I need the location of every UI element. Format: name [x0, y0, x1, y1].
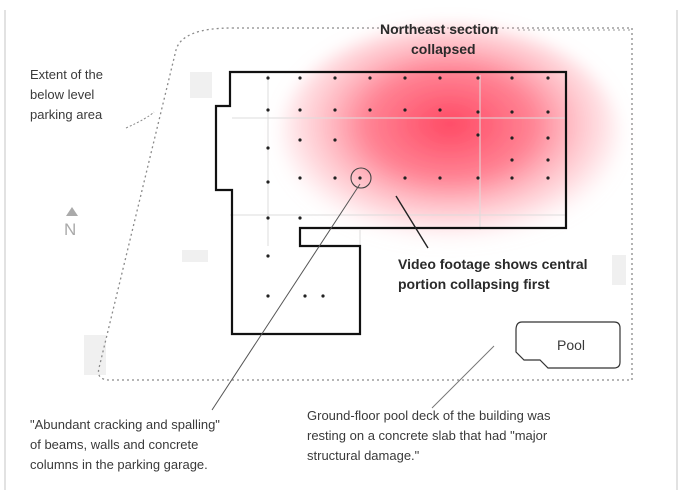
parking-label-line1: Extent of the [30, 67, 103, 82]
collapse-title-line2: collapsed [411, 41, 476, 57]
collapse-highlight [280, 25, 620, 245]
parking-leader-line [125, 111, 155, 129]
north-label: N [64, 220, 77, 239]
building-footprint [214, 70, 568, 336]
pool-outline [515, 321, 621, 369]
video-leader-line [395, 195, 429, 249]
video-label-line2: portion collapsing first [398, 276, 550, 292]
cracking-label-line3: columns in the parking garage. [30, 457, 208, 472]
parking-label-line3: parking area [30, 107, 103, 122]
north-arrow-icon [66, 207, 78, 216]
pool-label: Pool [557, 337, 586, 353]
background-features [84, 72, 626, 375]
deck-label-line2: resting on a concrete slab that had "maj… [307, 428, 548, 443]
failure-point-marker [350, 167, 372, 189]
cracking-label-line2: of beams, walls and concrete [30, 437, 199, 452]
parking-label-line2: below level [30, 87, 95, 102]
cracking-label-line1: "Abundant cracking and spalling" [30, 417, 220, 432]
deck-label-line3: structural damage." [307, 448, 420, 463]
parking-extent-outline [97, 27, 633, 381]
structural-columns [266, 76, 550, 298]
deck-label-line1: Ground-floor pool deck of the building w… [307, 408, 551, 423]
video-label-line1: Video footage shows central [398, 256, 588, 272]
cracking-leader-line [211, 183, 361, 411]
pool-deck-leader-line [431, 345, 495, 409]
collapse-title-line1: Northeast section [380, 21, 499, 37]
